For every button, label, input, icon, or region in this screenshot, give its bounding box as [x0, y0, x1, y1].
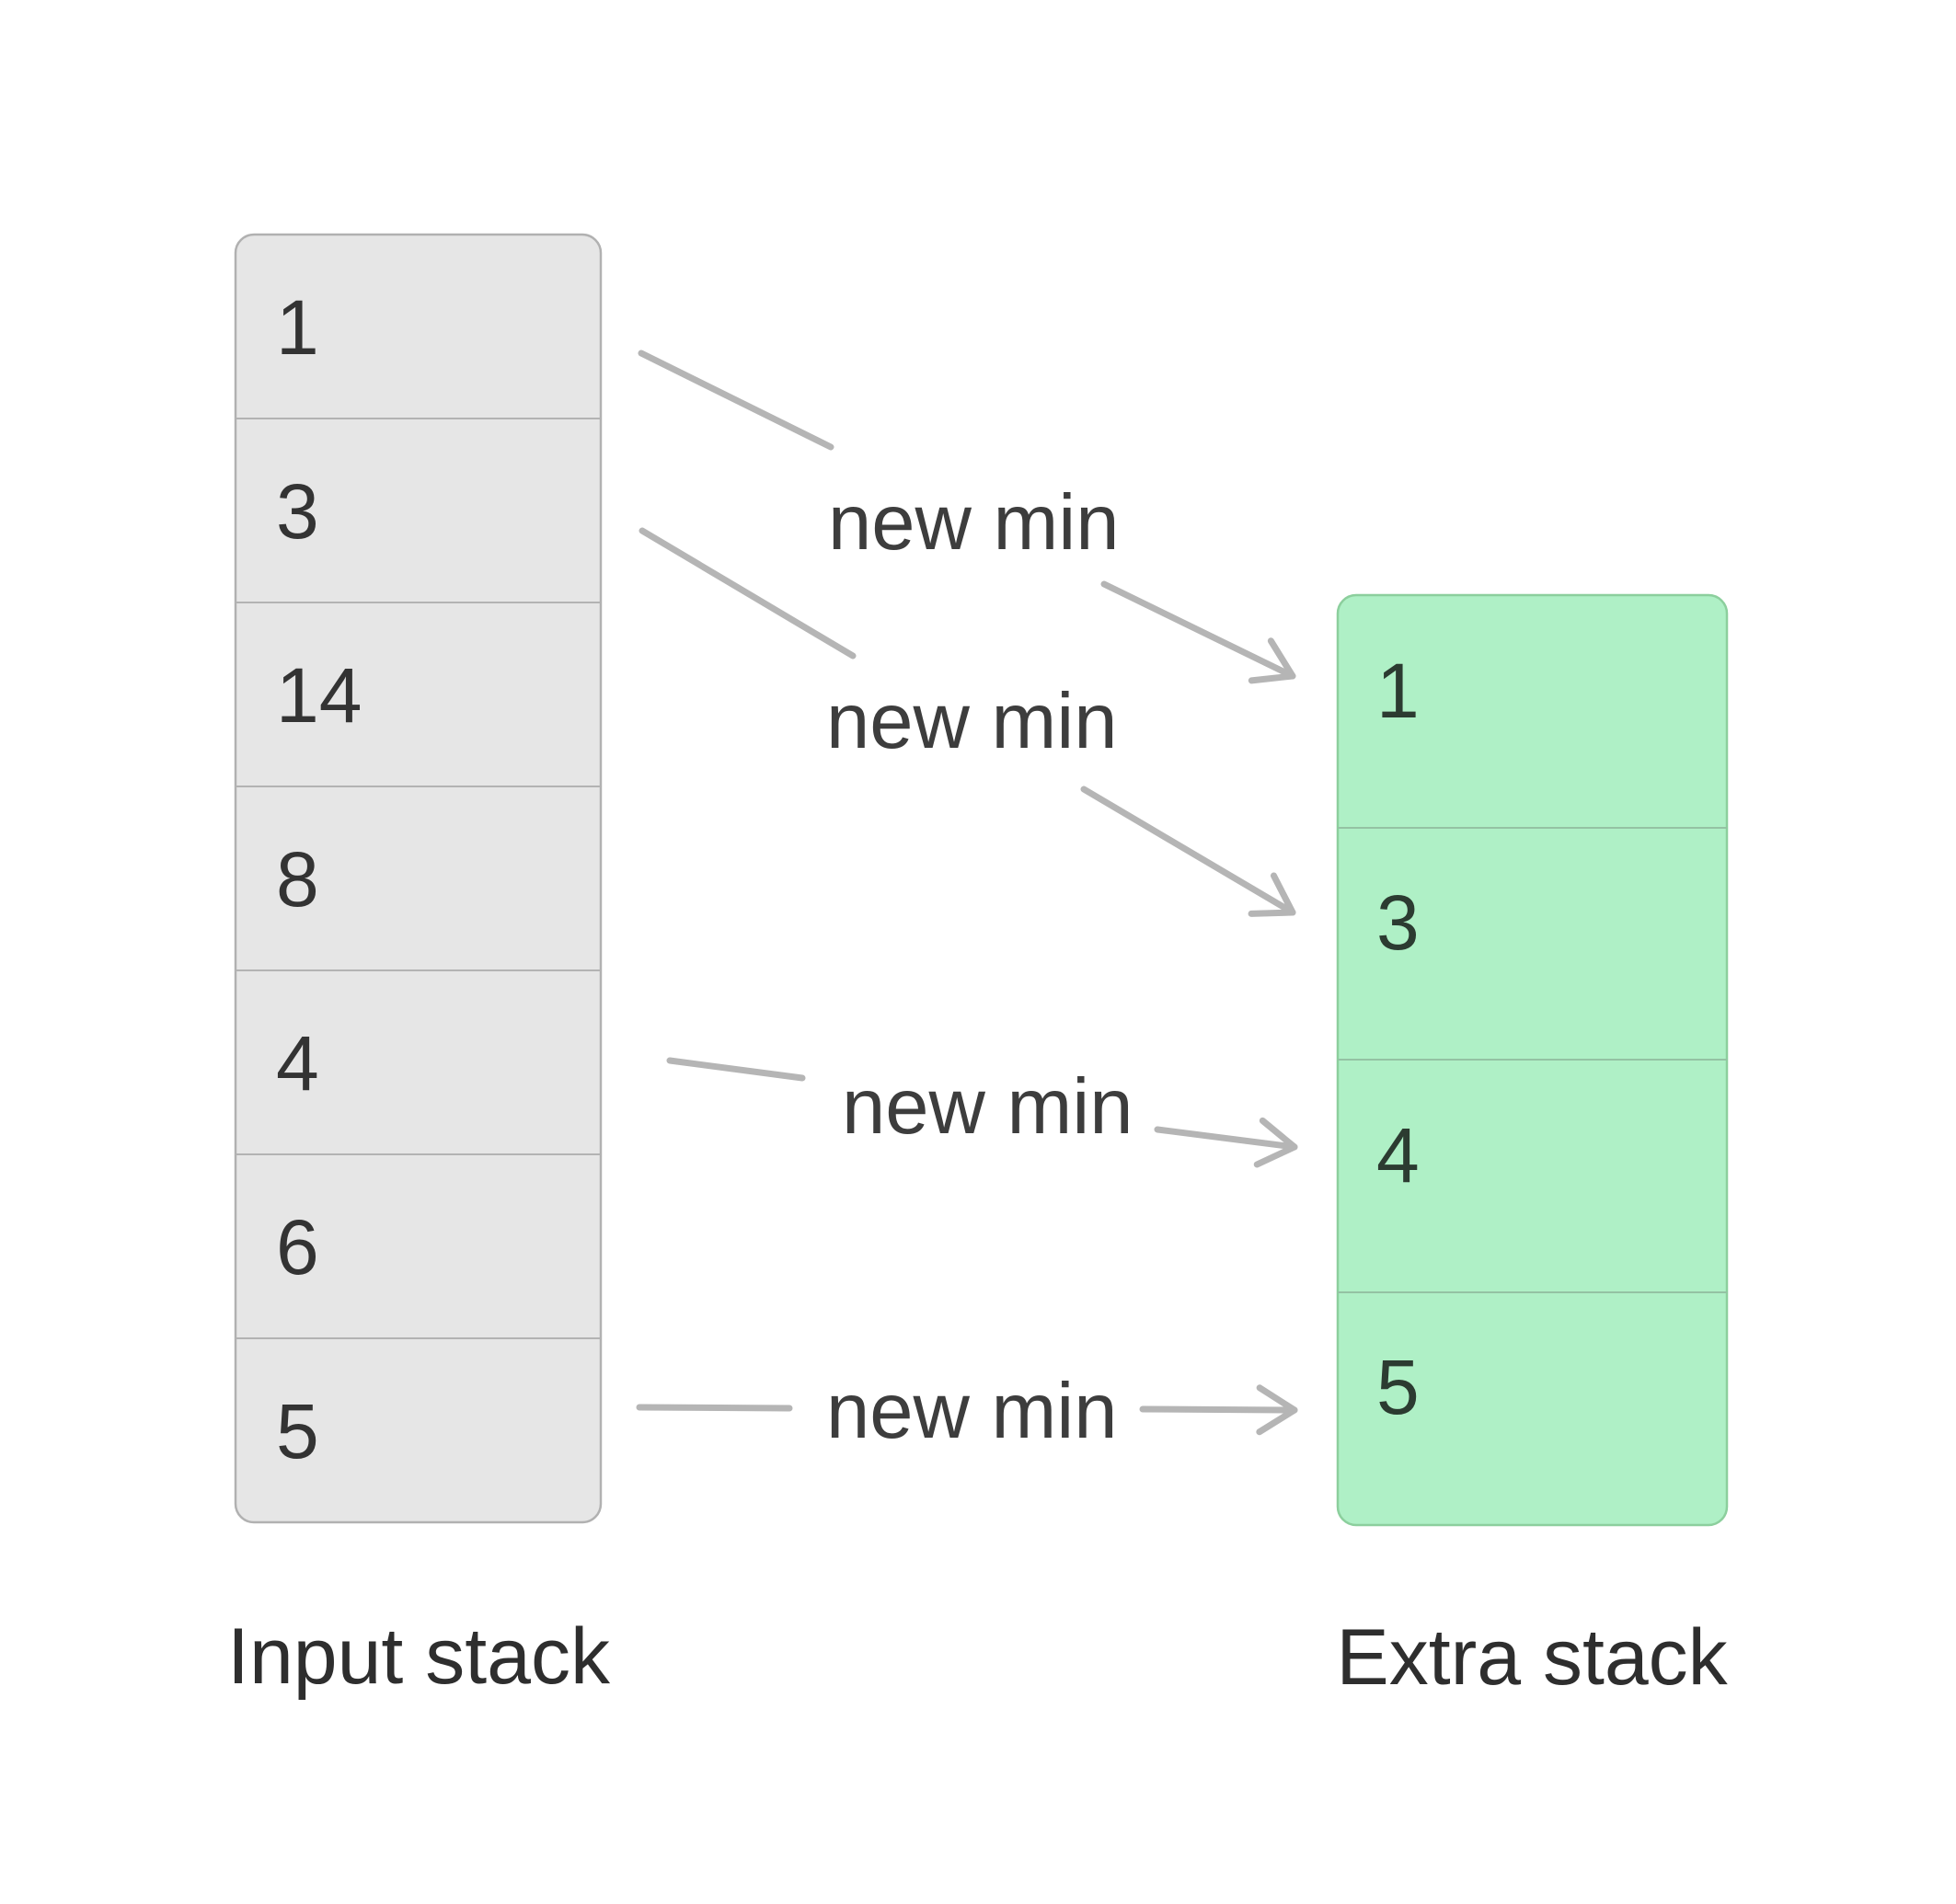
input-stack-body — [234, 233, 603, 1524]
new-min-connection-2: new min — [639, 527, 1296, 917]
leader-line — [666, 1057, 806, 1082]
new-min-label: new min — [826, 1368, 1118, 1455]
arrow-line — [1080, 786, 1296, 917]
input-stack-cell-value: 14 — [276, 652, 362, 739]
leader-line — [636, 1404, 793, 1412]
arrow-line — [1139, 1384, 1298, 1436]
extra-stack: 1 3 4 5 Extra stack — [1336, 593, 1729, 1702]
input-stack: 1 3 14 8 4 6 5 Input stack — [227, 233, 611, 1701]
input-stack-cell-value: 8 — [276, 836, 319, 923]
extra-stack-cell-value: 1 — [1376, 648, 1420, 734]
extra-stack-cell-value: 4 — [1376, 1112, 1420, 1199]
input-stack-cell-value: 1 — [276, 284, 319, 371]
input-stack-cell-value: 4 — [276, 1020, 319, 1107]
extra-stack-label: Extra stack — [1336, 1613, 1728, 1702]
arrow-line — [1154, 1117, 1298, 1168]
leader-line — [639, 527, 857, 660]
input-stack-label: Input stack — [227, 1612, 611, 1701]
new-min-label: new min — [842, 1063, 1133, 1151]
new-min-connection-4: new min — [636, 1368, 1298, 1455]
new-min-connections: new min new min new min new min — [636, 350, 1298, 1455]
new-min-label: new min — [828, 479, 1120, 567]
leader-line — [638, 350, 834, 451]
input-stack-cell-value: 3 — [276, 468, 319, 555]
input-stack-cell-value: 5 — [276, 1388, 319, 1474]
input-stack-cell-value: 6 — [276, 1204, 319, 1290]
extra-stack-cell-value: 5 — [1376, 1344, 1420, 1430]
extra-stack-cell-value: 3 — [1376, 879, 1420, 966]
new-min-connection-3: new min — [666, 1057, 1298, 1168]
arrow-line — [1100, 580, 1296, 684]
new-min-connection-1: new min — [638, 350, 1296, 684]
new-min-label: new min — [826, 678, 1118, 765]
